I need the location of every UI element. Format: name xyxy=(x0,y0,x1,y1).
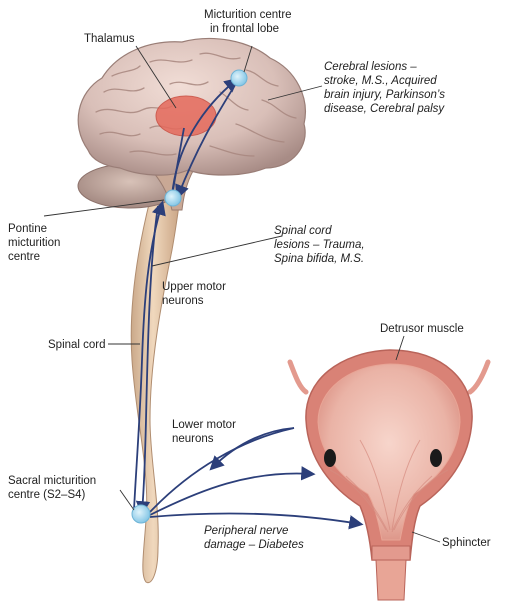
lower-motor-neurons-label: Lower motor neurons xyxy=(172,419,236,445)
brain-illustration xyxy=(77,37,306,176)
sacral-centre-node xyxy=(131,504,151,524)
thalamus-label: Thalamus xyxy=(84,33,135,45)
pontine-centre-node xyxy=(164,189,182,207)
peripheral-nerve-label: Peripheral nerve damage – Diabetes xyxy=(204,525,304,551)
ureter-opening-right xyxy=(430,449,442,467)
upper-motor-neurons-label: Upper motor neurons xyxy=(162,281,226,307)
ureter-opening-left xyxy=(324,449,336,467)
spinal-cord-illustration xyxy=(130,197,181,584)
nerve-path-arrows xyxy=(133,77,364,530)
thalamus-region xyxy=(155,95,217,137)
micturition-frontal-label: Micturition centre in frontal lobe xyxy=(204,9,292,35)
sphincter-label: Sphincter xyxy=(442,537,491,549)
sacral-centre-label: Sacral micturition centre (S2–S4) xyxy=(8,475,97,501)
detrusor-muscle-label: Detrusor muscle xyxy=(380,323,464,335)
leader-lines xyxy=(43,45,441,543)
bladder-illustration xyxy=(287,349,491,601)
spinal-cord-lesions-label: Spinal cord lesions – Trauma, Spina bifi… xyxy=(274,225,365,265)
frontal-micturition-centre-node xyxy=(230,69,248,87)
pontine-centre-label: Pontine micturition centre xyxy=(8,223,61,263)
spinal-cord-label: Spinal cord xyxy=(48,339,106,351)
cerebral-lesions-label: Cerebral lesions – stroke, M.S., Acquire… xyxy=(324,61,446,115)
